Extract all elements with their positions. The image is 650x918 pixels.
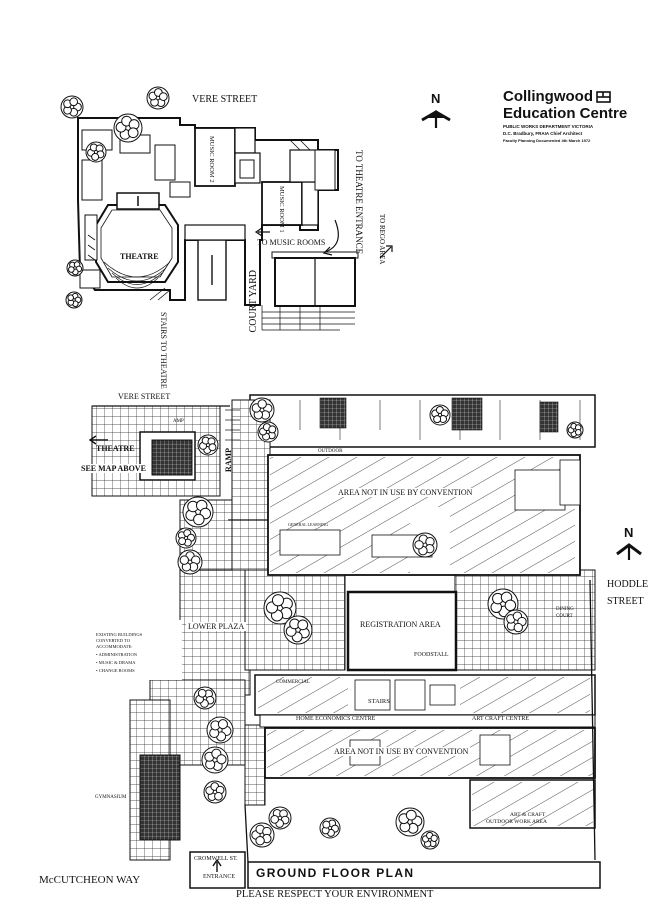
- art-craft-outdoor-line0: ART & CRAFT: [510, 812, 546, 818]
- see-map-above-label: SEE MAP ABOVE: [79, 464, 148, 473]
- art-craft-outdoor-line1: OUTDOOR WORK AREA: [486, 819, 548, 825]
- north-arrow-top-icon: [421, 110, 451, 128]
- existing-buildings-line1: CONVERTED TO: [96, 638, 130, 643]
- ground-floor-plan-title: GROUND FLOOR PLAN: [256, 866, 415, 880]
- theatre-entrance-label: TO THEATRE ENTRANCE: [354, 150, 364, 255]
- tree-icon: [574, 428, 582, 436]
- existing-buildings-line5: • CHANGE ROOMS: [96, 668, 135, 673]
- existing-buildings-line3: • ADMINISTRATION: [96, 652, 137, 657]
- lower-theatre-label: THEATRE: [96, 444, 135, 453]
- outdoor-label: OUTDOOR: [318, 449, 343, 454]
- existing-buildings-line0: EXISTING BUILDINGS: [96, 632, 143, 637]
- north-label-top: N: [431, 91, 441, 106]
- tree-icon: [405, 809, 417, 821]
- cromwell-line0: CROMWELL ST.: [194, 856, 238, 862]
- brand-dept-line: PUBLIC WORKS DEPARTMENT VICTORIA: [503, 124, 594, 129]
- tree-icon: [297, 619, 309, 631]
- tree-icon: [178, 537, 187, 546]
- tree-icon: [270, 814, 280, 824]
- existing-buildings-line2: ACCOMMODATE:: [96, 644, 133, 649]
- tree-icon: [268, 425, 277, 434]
- tree-icon: [504, 599, 517, 612]
- tree-icon: [197, 688, 207, 698]
- north-label-right: N: [624, 525, 634, 540]
- tree-icon: [158, 92, 168, 101]
- tree-icon: [216, 754, 227, 765]
- dining-court-label: DINING COURT: [556, 607, 574, 619]
- mccutcheon-way-label: McCUTCHEON WAY: [39, 874, 141, 886]
- home-economics-label: HOME ECONOMICS CENTRE: [296, 716, 376, 722]
- foodstall-label: FOODSTALL: [414, 652, 449, 658]
- brand-name-line2: Education Centre: [503, 105, 628, 122]
- tree-icon: [179, 555, 190, 565]
- area-not-in-use-1-label: AREA NOT IN USE BY CONVENTION: [336, 488, 475, 497]
- tree-icon: [271, 594, 285, 607]
- gymnasium-label: GYMNASIUM: [95, 795, 127, 800]
- to-music-rooms-label: TO MUSIC ROOMS: [257, 238, 326, 247]
- hoddle-street-label: STREET: [607, 596, 644, 607]
- tree-icon: [257, 399, 267, 409]
- tree-icon: [217, 719, 228, 730]
- tree-icon: [68, 266, 75, 273]
- lower-street-label: VERE STREET: [118, 392, 171, 401]
- court-yard-label: COURT YARD: [248, 270, 259, 333]
- tree-icon: [430, 834, 438, 842]
- trees-landscaping: [60, 86, 584, 850]
- tree-icon: [69, 97, 79, 107]
- tree-icon: [513, 622, 524, 633]
- lower-ground-floor-plan: [88, 394, 601, 889]
- tree-icon: [214, 791, 223, 801]
- north-arrow-right-icon: [616, 543, 642, 560]
- ramp-label: RAMP: [224, 448, 233, 472]
- title-block-logo: [596, 91, 611, 103]
- music-room-2-label: MUSIC ROOM 2: [208, 136, 215, 183]
- tree-icon: [433, 415, 442, 424]
- tree-icon: [67, 294, 75, 302]
- area-not-in-use-2-label: AREA NOT IN USE BY CONVENTION: [332, 747, 471, 756]
- stairs-label: STAIRS: [368, 698, 390, 705]
- tree-icon: [127, 127, 139, 139]
- art-craft-centre-label: ART CRAFT CENTRE: [472, 716, 530, 722]
- general-learning-label: GENERAL LEARNING: [288, 522, 328, 527]
- tree-icon: [414, 540, 424, 550]
- brand-architect-line: D.C. Bradbury, FRAIA Chief Architect: [503, 131, 583, 136]
- commercial-label: COMMERCIAL: [276, 680, 310, 685]
- registration-area-label: REGISTRATION AREA: [358, 620, 443, 629]
- hoddle-label: HODDLE: [607, 579, 649, 590]
- existing-buildings-line4: • MUSIC & DRAMA: [96, 660, 136, 665]
- music-room-1-label: MUSIC ROOM 1: [278, 186, 285, 233]
- upper-theatre-plan: [77, 117, 359, 331]
- brand-name-line1: Collingwood: [503, 88, 593, 105]
- tree-icon: [322, 820, 331, 829]
- lower-plaza-label: LOWER PLAZA: [186, 622, 247, 631]
- stairs-to-theatre-label: STAIRS TO THEATRE: [159, 312, 168, 389]
- tree-icon: [255, 835, 265, 846]
- amp-label: AMP: [173, 419, 184, 424]
- tree-icon: [208, 443, 217, 452]
- to-rego-arrow-icon: [379, 245, 393, 259]
- tree-icon: [91, 152, 100, 161]
- upper-theatre-label: THEATRE: [118, 252, 161, 261]
- to-rego-label: TO REGO AREA: [378, 214, 386, 265]
- cromwell-line1: ENTRANCE: [203, 874, 235, 880]
- footer-message: PLEASE RESPECT YOUR ENVIRONMENT: [236, 889, 434, 900]
- brand-credit-line: Faculty Planning Documented 4th March 19…: [503, 138, 591, 143]
- upper-street-label: VERE STREET: [192, 94, 258, 105]
- tree-icon: [193, 513, 205, 526]
